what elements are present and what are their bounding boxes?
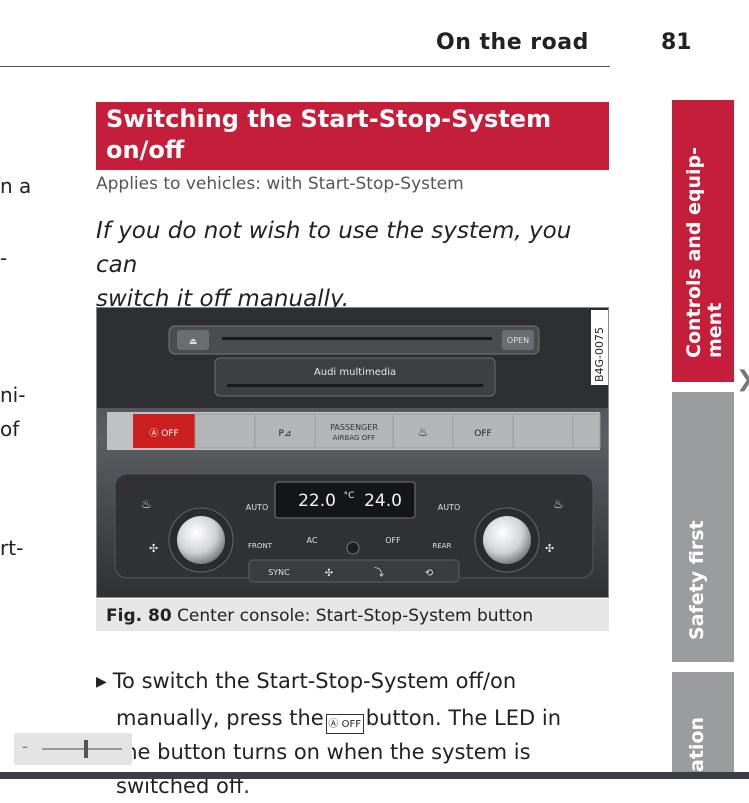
intro-text: If you do not wish to use the system, yo… bbox=[96, 214, 608, 316]
left-column-fragment: n a bbox=[0, 174, 32, 198]
left-temperature-knob bbox=[177, 516, 225, 564]
auto-right-label: AUTO bbox=[438, 503, 461, 512]
brand-label: Audi multimedia bbox=[314, 367, 396, 378]
tab-next-section[interactable]: ation bbox=[672, 672, 734, 779]
tab-label: Controls and equip- bbox=[683, 146, 705, 358]
page-number: 81 bbox=[661, 30, 692, 55]
airbag-off-label: AIRBAG OFF bbox=[333, 434, 375, 442]
left-seat-heat-icon: ♨ bbox=[141, 497, 152, 511]
figure-caption-text: Center console: Start-Stop-System button bbox=[177, 606, 534, 626]
intro-line: If you do not wish to use the system, yo… bbox=[96, 218, 572, 278]
left-column-fragment: - bbox=[0, 246, 8, 270]
bottom-bar bbox=[0, 772, 749, 779]
slider-track bbox=[42, 748, 122, 750]
instruction-step: ▶To switch the Start-Stop-System off/on … bbox=[96, 664, 616, 803]
tab-label: ation bbox=[686, 717, 708, 772]
ac-label: AC bbox=[307, 536, 318, 545]
front-defrost-label: FRONT bbox=[248, 542, 273, 550]
running-header-title: On the road bbox=[436, 30, 589, 55]
tab-controls-and-equipment[interactable]: Controls and equip- ment bbox=[672, 100, 734, 382]
figure-caption: Fig. 80 Center console: Start-Stop-Syste… bbox=[106, 606, 533, 626]
figure-caption-background bbox=[96, 599, 609, 631]
left-column-fragment: rt- bbox=[0, 536, 24, 560]
minus-icon[interactable]: - bbox=[22, 737, 28, 756]
right-seat-heat-icon: ♨ bbox=[553, 497, 564, 511]
figure-code: B4G-0075 bbox=[593, 327, 606, 382]
zoom-slider[interactable]: - bbox=[14, 733, 132, 765]
parking-button-label: P⊿ bbox=[279, 429, 292, 439]
fan-icon: ✣ bbox=[325, 568, 333, 579]
bullet-arrow-icon: ▶ bbox=[96, 674, 107, 690]
eject-icon: ⏏ bbox=[189, 337, 198, 347]
tab-label: Safety first bbox=[686, 520, 708, 640]
left-seat-fan-icon: ✣ bbox=[149, 542, 158, 555]
esc-off-label: OFF bbox=[474, 429, 491, 439]
slider-handle[interactable] bbox=[84, 740, 88, 758]
instruction-line: the button turns on when the system is bbox=[116, 740, 531, 764]
open-button bbox=[502, 330, 534, 350]
section-title-background bbox=[96, 102, 609, 170]
figure-center-console: ⏏ OPEN Audi multimedia B4G-0075 Ⓐ OFF P⊿… bbox=[96, 307, 609, 598]
airflow-icon: ⤵ bbox=[374, 567, 384, 579]
left-column-fragment: of bbox=[0, 417, 20, 441]
section-title-line: manually bbox=[106, 167, 230, 195]
passenger-label: PASSENGER bbox=[330, 423, 378, 432]
start-stop-button-label: Ⓐ OFF bbox=[149, 428, 178, 439]
off-label: OFF bbox=[385, 536, 401, 545]
chevron-right-icon[interactable]: ❯ bbox=[736, 367, 749, 392]
auto-left-label: AUTO bbox=[246, 503, 269, 512]
section-title-line: Switching the Start-Stop-System on/off bbox=[106, 105, 552, 164]
tab-label: ment bbox=[704, 302, 726, 358]
left-column-fragment: ni- bbox=[0, 383, 26, 407]
start-stop-button-icon: Ⓐ OFF bbox=[325, 714, 364, 734]
right-seat-fan-icon: ✣ bbox=[545, 542, 554, 555]
tab-safety-first[interactable]: Safety first bbox=[672, 392, 734, 662]
rear-defrost-label: REAR bbox=[433, 542, 452, 550]
figure-caption-label: Fig. 80 bbox=[106, 606, 172, 626]
start-stop-button bbox=[133, 414, 195, 448]
instruction-line: To switch the Start-Stop-System off/on bbox=[112, 669, 517, 693]
open-button-label: OPEN bbox=[507, 336, 529, 345]
temp-left: 22.0 bbox=[298, 491, 336, 511]
header-rule bbox=[0, 66, 610, 67]
right-temperature-knob bbox=[483, 516, 531, 564]
section-title: Switching the Start-Stop-System on/off m… bbox=[106, 104, 606, 197]
temp-unit: °C bbox=[344, 491, 355, 501]
applies-to-note: Applies to vehicles: with Start-Stop-Sys… bbox=[96, 174, 464, 194]
recirculation-icon: ⟲ bbox=[425, 568, 434, 579]
sync-label: SYNC bbox=[268, 568, 290, 577]
console-illustration: ⏏ OPEN Audi multimedia B4G-0075 Ⓐ OFF P⊿… bbox=[97, 308, 608, 597]
temp-right: 24.0 bbox=[364, 491, 402, 511]
eject-button bbox=[177, 330, 209, 350]
instruction-line: button. The LED in bbox=[365, 706, 562, 730]
instruction-line: manually, press the bbox=[116, 706, 324, 730]
seat-heat-icon: ♨ bbox=[418, 425, 429, 439]
